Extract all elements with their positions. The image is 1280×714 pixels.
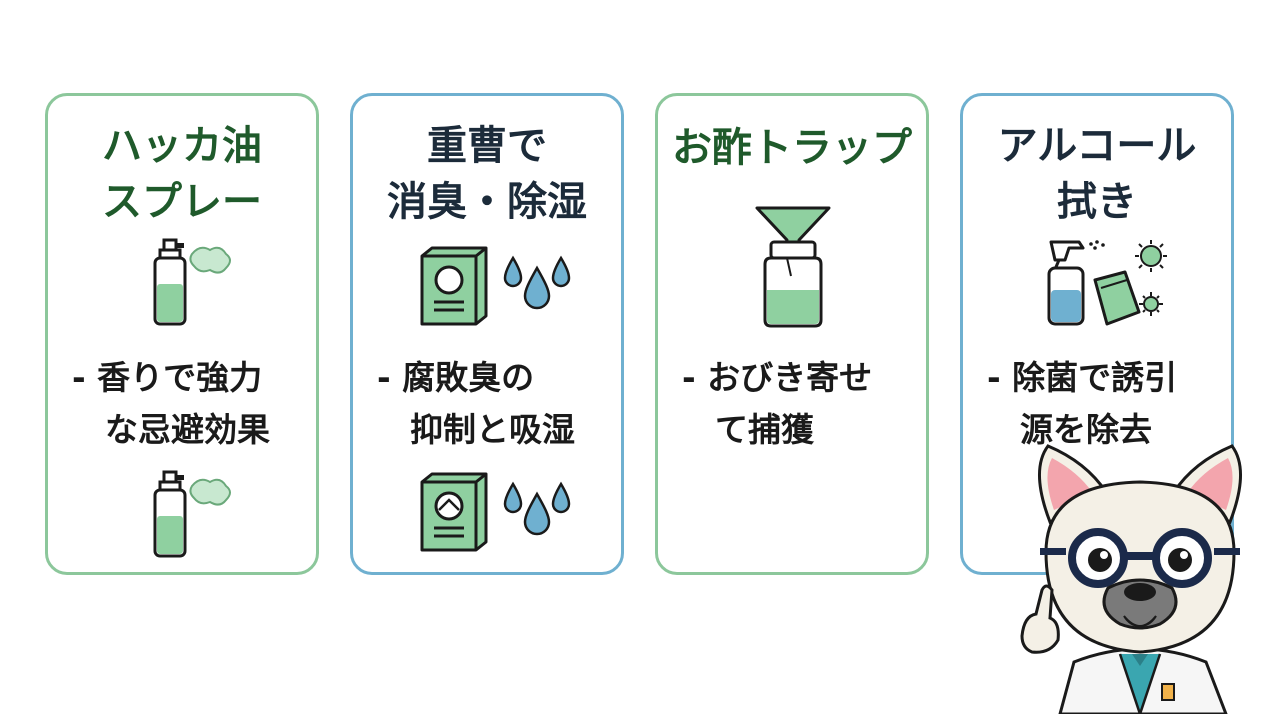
baking-soda-box-icon <box>418 472 490 552</box>
card-title: ハッカ油 スプレー <box>102 123 262 225</box>
water-drops-icon <box>503 254 573 320</box>
germ-icon <box>1129 236 1173 326</box>
bulldog-doctor-mascot <box>1020 440 1260 714</box>
card-peppermint-spray: ハッカ油 スプレー - 香りで強力 な忌避効果 <box>45 93 319 575</box>
card-title: 重曹で 消臭・除湿 <box>387 123 587 225</box>
spray-bottle-icon <box>148 468 238 560</box>
cloth-icon <box>1091 268 1143 328</box>
card-description: - 腐敗臭の 抑制と吸湿 <box>377 358 575 449</box>
card-title: お酢トラップ <box>672 125 912 171</box>
spray-bottle-icon <box>148 236 238 328</box>
vinegar-jar-trap-icon <box>753 204 833 330</box>
card-description: - 香りで強力 な忌避効果 <box>72 358 270 449</box>
card-description: - おびき寄せ て捕獲 <box>682 358 873 449</box>
card-baking-soda: 重曹で 消臭・除湿 - 腐敗臭の 抑制と吸湿 <box>350 93 624 575</box>
card-vinegar-trap: お酢トラップ - おびき寄せ て捕獲 <box>655 93 929 575</box>
alcohol-spray-icon <box>1043 234 1113 328</box>
card-title: アルコール 拭き <box>997 123 1197 225</box>
baking-soda-box-icon <box>418 246 490 326</box>
card-description: - 除菌で誘引 源を除去 <box>987 358 1178 449</box>
water-drops-icon <box>503 480 573 546</box>
